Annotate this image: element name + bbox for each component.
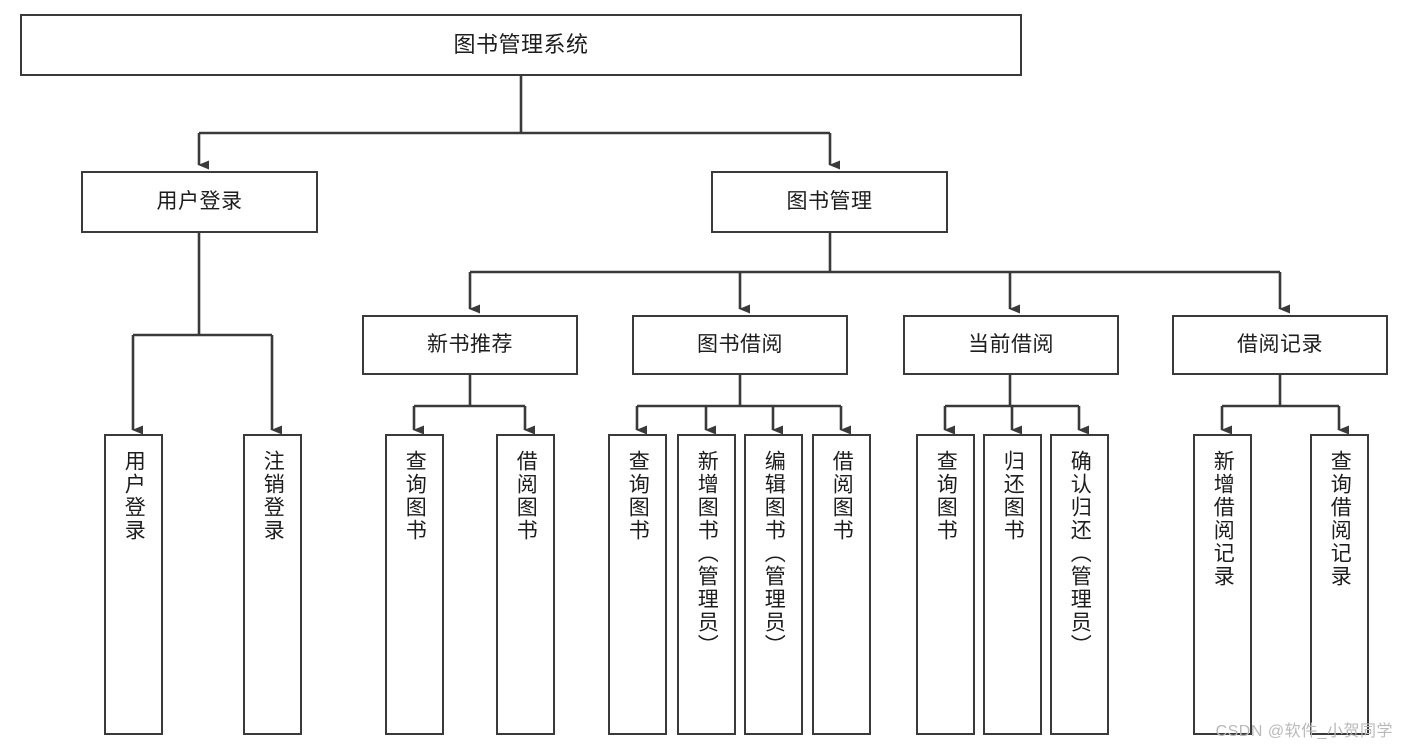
node-label: 新书推荐 xyxy=(427,332,513,356)
node-book-borrow[interactable]: 图书借阅 xyxy=(632,315,848,375)
leaf-record-query-record[interactable]: 查询借阅记录 xyxy=(1310,434,1369,735)
node-label: 归还图书 xyxy=(1001,450,1025,542)
node-borrow-record[interactable]: 借阅记录 xyxy=(1172,315,1388,375)
leaf-new-book-query[interactable]: 查询图书 xyxy=(385,434,444,735)
leaf-current-return-book[interactable]: 归还图书 xyxy=(983,434,1042,735)
node-user-login[interactable]: 用户登录 xyxy=(81,171,318,233)
node-label: 查询图书 xyxy=(934,450,958,542)
node-label: 查询图书 xyxy=(403,450,427,542)
node-current-borrow[interactable]: 当前借阅 xyxy=(903,315,1119,375)
node-label: 图书管理系统 xyxy=(453,32,589,58)
node-label: 新增图书（管理员） xyxy=(695,450,719,657)
node-label: 用户登录 xyxy=(122,450,146,542)
node-label: 查询图书 xyxy=(626,450,650,542)
watermark-text: CSDN @软件_小贺同学 xyxy=(1215,723,1393,740)
node-label: 确认归还（管理员） xyxy=(1068,450,1092,657)
node-label: 新增借阅记录 xyxy=(1211,450,1235,588)
leaf-new-book-borrow[interactable]: 借阅图书 xyxy=(496,434,555,735)
leaf-borrow-borrow-book[interactable]: 借阅图书 xyxy=(812,434,871,735)
leaf-record-add-record[interactable]: 新增借阅记录 xyxy=(1193,434,1252,735)
node-label: 用户登录 xyxy=(156,189,243,213)
node-label: 借阅图书 xyxy=(514,450,538,542)
leaf-user-login-logout[interactable]: 注销登录 xyxy=(243,434,302,735)
node-book-management[interactable]: 图书管理 xyxy=(711,171,948,233)
node-root-system[interactable]: 图书管理系统 xyxy=(20,14,1022,76)
leaf-current-query-book[interactable]: 查询图书 xyxy=(916,434,975,735)
node-label: 借阅记录 xyxy=(1237,332,1323,356)
node-new-book-recommend[interactable]: 新书推荐 xyxy=(362,315,578,375)
node-label: 查询借阅记录 xyxy=(1328,450,1352,588)
leaf-borrow-edit-book[interactable]: 编辑图书（管理员） xyxy=(744,434,803,735)
node-label: 图书管理 xyxy=(786,189,873,213)
node-label: 当前借阅 xyxy=(968,332,1054,356)
node-label: 图书借阅 xyxy=(697,332,783,356)
leaf-borrow-query-book[interactable]: 查询图书 xyxy=(608,434,667,735)
leaf-current-confirm-return[interactable]: 确认归还（管理员） xyxy=(1050,434,1109,735)
leaf-borrow-add-book[interactable]: 新增图书（管理员） xyxy=(677,434,736,735)
node-label: 注销登录 xyxy=(261,450,285,542)
node-label: 编辑图书（管理员） xyxy=(762,450,786,657)
node-label: 借阅图书 xyxy=(830,450,854,542)
leaf-user-login-login[interactable]: 用户登录 xyxy=(104,434,163,735)
